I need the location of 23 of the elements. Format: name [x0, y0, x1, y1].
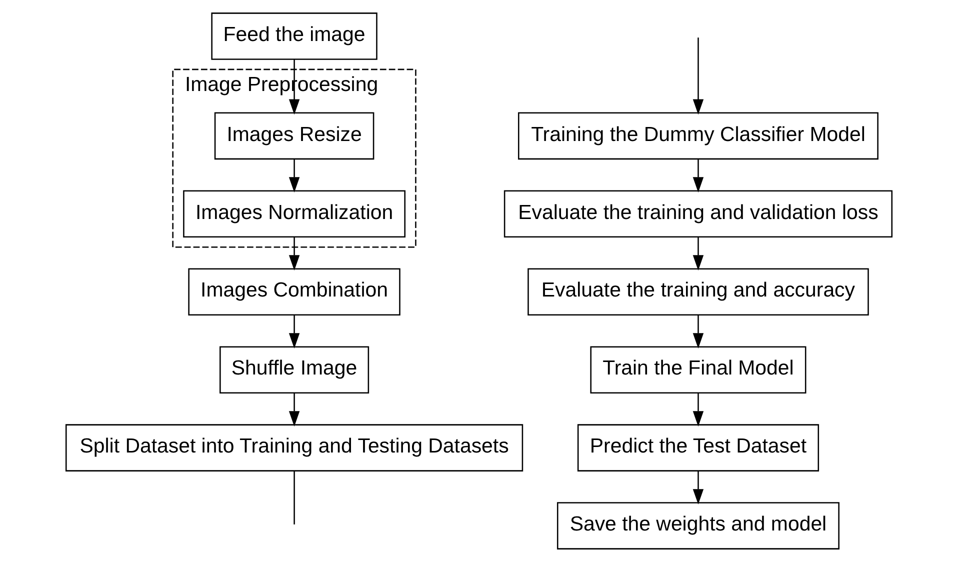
arrow — [288, 159, 300, 193]
node-box: Evaluate the training and accuracy — [527, 268, 868, 316]
arrow — [288, 314, 300, 348]
arrow — [692, 392, 704, 426]
connector — [293, 470, 294, 524]
node-box: Feed the image — [210, 12, 377, 60]
node-box: Save the weights and model — [556, 502, 839, 550]
node-box: Predict the Test Dataset — [576, 424, 819, 472]
node-box: Train the Final Model — [590, 346, 806, 394]
arrow — [692, 470, 704, 504]
node-box: Split Dataset into Training and Testing Datasets — [64, 424, 523, 472]
arrow — [288, 392, 300, 426]
arrow — [692, 38, 704, 115]
arrow — [692, 237, 704, 270]
node-box: Training the Dummy Classifier Model — [517, 112, 878, 160]
node-box: Images Resize — [214, 112, 374, 160]
node-box: Shuffle Image — [219, 346, 369, 394]
arrow — [692, 159, 704, 193]
arrow — [288, 237, 300, 270]
node-box: Images Combination — [188, 268, 400, 316]
arrow — [692, 314, 704, 348]
node-box: Images Normalization — [182, 190, 405, 238]
node-box: Evaluate the training and validation loss — [503, 190, 892, 238]
